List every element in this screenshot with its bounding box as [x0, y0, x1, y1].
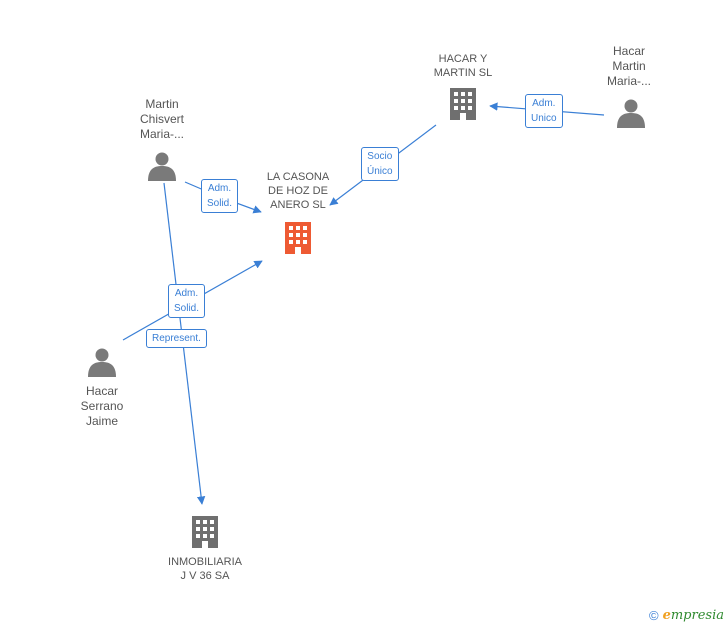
hacar-martin-sl-building-icon[interactable]: [450, 88, 476, 120]
martin-chisvert-label[interactable]: Martin Chisvert Maria-...: [139, 97, 184, 141]
hacar-serrano-label[interactable]: Hacar Serrano Jaime: [80, 384, 124, 428]
inmobiliaria-label[interactable]: INMOBILIARIA J V 36 SA: [168, 556, 242, 582]
focus-company-label[interactable]: LA CASONA DE HOZ DE ANERO SL: [266, 171, 330, 211]
hacar-martin-sl-label[interactable]: HACAR Y MARTIN SL: [433, 53, 493, 79]
edge-label-adm-solid-1: Adm. Solid.: [201, 179, 239, 213]
edge-label-socio-unico: Socio Único: [361, 147, 399, 181]
edge-label-represent: Represent.: [146, 329, 207, 348]
martin-chisvert-person-icon[interactable]: [148, 152, 176, 182]
inmobiliaria-building-icon[interactable]: [192, 516, 218, 548]
focus-company-building-icon[interactable]: [285, 222, 311, 254]
footer-brand[interactable]: © empresia: [649, 608, 724, 623]
brand-logo[interactable]: empresia: [662, 608, 724, 623]
copyright-icon: ©: [648, 608, 659, 623]
hacar-martin-maria-label[interactable]: Hacar Martin Maria-...: [606, 44, 651, 88]
hacar-serrano-person-icon[interactable]: [88, 348, 116, 378]
hacar-martin-maria-person-icon[interactable]: [617, 99, 645, 129]
edge-label-adm-unico: Adm. Unico: [525, 94, 563, 128]
edge-label-adm-solid-2: Adm. Solid.: [168, 284, 206, 318]
